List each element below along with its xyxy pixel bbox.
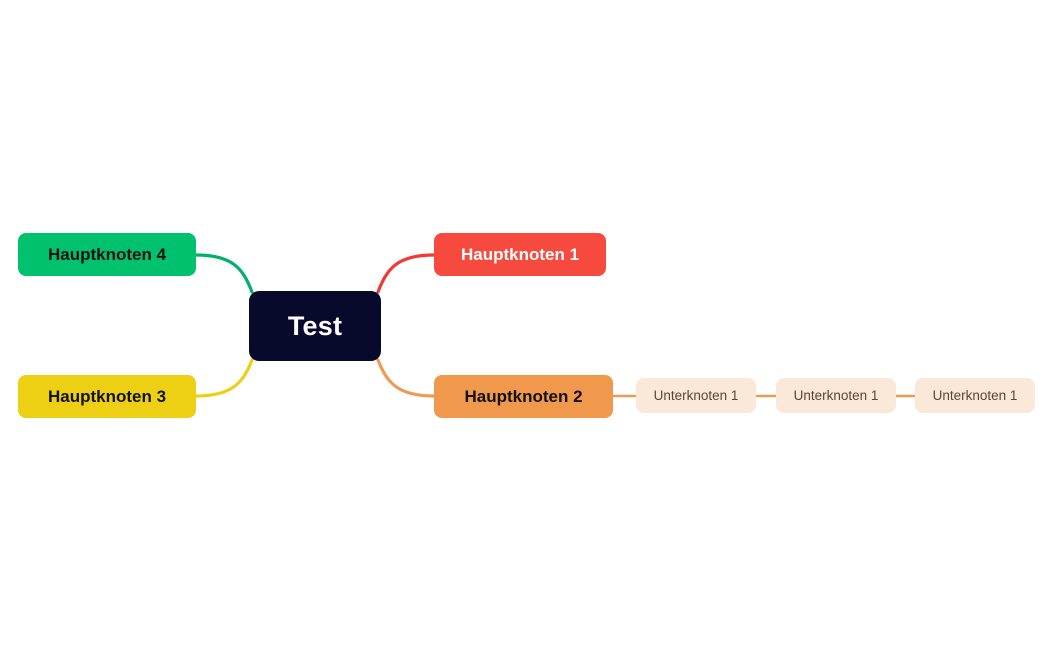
root-node[interactable]: Test [249,291,381,361]
connector-root-branch-4 [194,253,254,294]
leaf-node-unterknoten-1[interactable]: Unterknoten 1 [636,378,756,413]
connector-root-branch-3 [194,358,254,398]
connector-root-branch-1 [376,253,436,294]
branch-node-hauptknoten-4[interactable]: Hauptknoten 4 [18,233,196,276]
branch-node-hauptknoten-3[interactable]: Hauptknoten 3 [18,375,196,418]
connector-root-branch-2 [376,358,436,398]
branch-node-hauptknoten-1[interactable]: Hauptknoten 1 [434,233,606,276]
leaf-node-unterknoten-3[interactable]: Unterknoten 1 [915,378,1035,413]
branch-node-hauptknoten-2[interactable]: Hauptknoten 2 [434,375,613,418]
leaf-node-unterknoten-2[interactable]: Unterknoten 1 [776,378,896,413]
